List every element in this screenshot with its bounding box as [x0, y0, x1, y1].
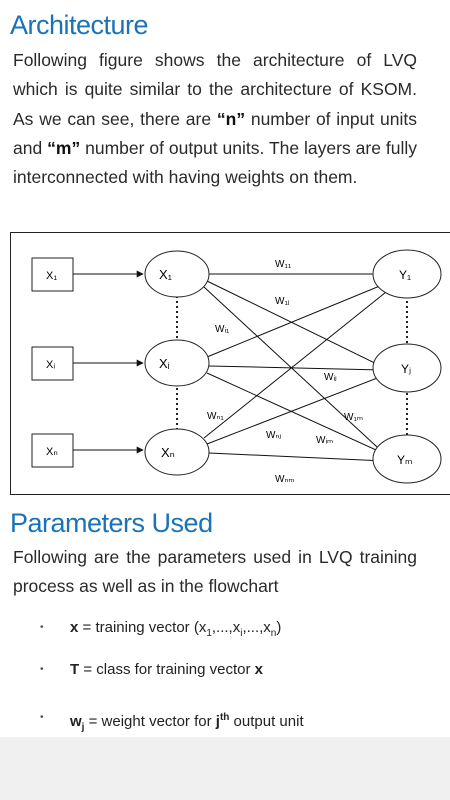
- hidden-label-n: Xₙ: [161, 445, 175, 460]
- input-box-n: [31, 433, 74, 468]
- weight-label-w1m: W₁ₘ: [344, 412, 363, 423]
- heading-architecture: Architecture: [10, 10, 149, 40]
- lvq-network-diagram: X₁ Xᵢ Xₙ X₁ Xᵢ Xₙ: [31, 249, 442, 485]
- output-node-j: [372, 343, 442, 393]
- bullet-dot: •: [40, 664, 44, 675]
- bullet-dot: •: [40, 622, 44, 633]
- weight-label-w11: W₁₁: [275, 259, 292, 270]
- hidden-label-i: Xᵢ: [159, 356, 170, 371]
- output-label-m: Yₘ: [397, 453, 412, 467]
- hidden-label-1: X₁: [159, 267, 173, 282]
- param-item-w: •wj = weight vector for jth output unit: [40, 708, 440, 733]
- parameters-list: •x = training vector (x1,...,xi,...,xn) …: [40, 614, 440, 733]
- weight-label-wi1: Wᵢ₁: [215, 324, 230, 335]
- heading-parameters-used: Parameters Used: [10, 508, 213, 538]
- hidden-node-n: [144, 428, 210, 476]
- input-label-1: X₁: [46, 270, 57, 282]
- hidden-node-1: [144, 250, 210, 298]
- output-node-1: [372, 249, 442, 299]
- output-node-m: [372, 434, 442, 484]
- weight-label-wij: Wᵢⱼ: [324, 372, 337, 383]
- weight-label-wim: Wᵢₘ: [316, 435, 333, 446]
- weight-label-wnm: Wₙₘ: [275, 474, 295, 485]
- output-label-j: Yⱼ: [401, 362, 411, 376]
- input-label-i: Xᵢ: [46, 359, 55, 371]
- weight-connections: [203, 270, 392, 465]
- lvq-architecture-figure: X₁ Xᵢ Xₙ X₁ Xᵢ Xₙ: [10, 232, 450, 495]
- input-box-1: [31, 257, 74, 292]
- weight-label-w1j: W₁ⱼ: [275, 296, 290, 307]
- weight-label-wn1: Wₙ₁: [207, 411, 224, 422]
- architecture-paragraph: Following figure shows the architecture …: [13, 50, 418, 188]
- param-item-t: •T = class for training vector x: [40, 661, 264, 678]
- input-label-n: Xₙ: [46, 446, 58, 458]
- parameters-paragraph: Following are the parameters used in LVQ…: [13, 547, 417, 597]
- input-box-i: [31, 346, 74, 381]
- param-item-x: •x = training vector (x1,...,xi,...,xn): [40, 619, 282, 639]
- hidden-node-i: [144, 339, 210, 387]
- bullet-dot: •: [40, 712, 44, 723]
- weight-label-wnj: Wₙⱼ: [266, 430, 281, 441]
- output-label-1: Y₁: [399, 268, 411, 282]
- bottom-gray-bar: [0, 737, 450, 800]
